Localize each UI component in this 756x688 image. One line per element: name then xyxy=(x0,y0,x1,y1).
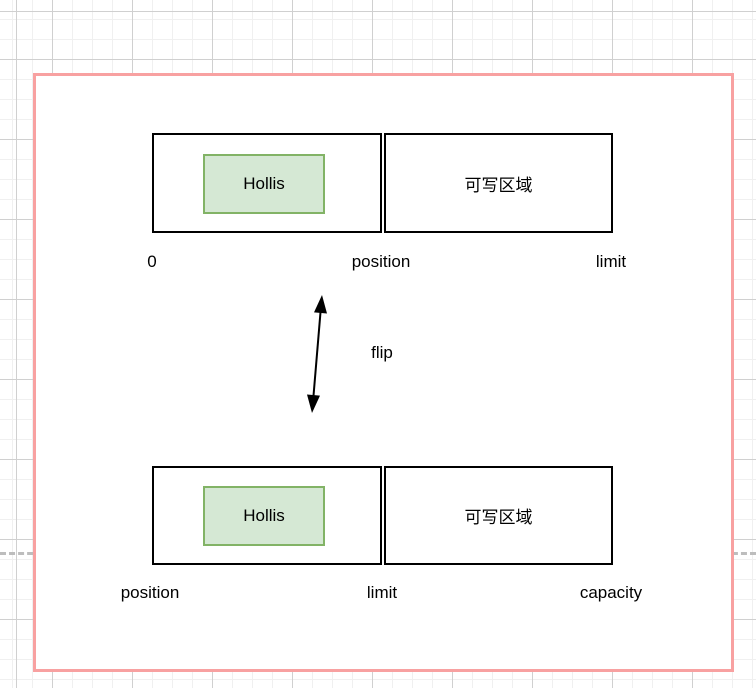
bottom-hollis-block: Hollis xyxy=(203,486,325,546)
flip-double-arrow-icon xyxy=(307,295,327,413)
outer-frame xyxy=(33,73,734,672)
flip-label: flip xyxy=(371,343,393,362)
marker-limit-bottom: limit xyxy=(366,583,398,602)
marker-position-bottom: position xyxy=(120,583,180,602)
bottom-buffer-right-cell: 可写区域 xyxy=(384,466,613,565)
bottom-buffer-left-cell xyxy=(152,466,382,565)
marker-zero: 0 xyxy=(147,252,157,271)
top-writable-region-label: 可写区域 xyxy=(464,175,533,195)
top-hollis-block: Hollis xyxy=(203,154,325,214)
marker-limit-top: limit xyxy=(595,252,627,271)
marker-position-top: position xyxy=(351,252,411,271)
bottom-hollis-label: Hollis xyxy=(243,506,285,525)
bottom-writable-region-label: 可写区域 xyxy=(464,508,533,527)
top-buffer-right-cell: 可写区域 xyxy=(384,133,613,233)
marker-capacity: capacity xyxy=(579,583,643,602)
top-hollis-label: Hollis xyxy=(243,174,285,193)
